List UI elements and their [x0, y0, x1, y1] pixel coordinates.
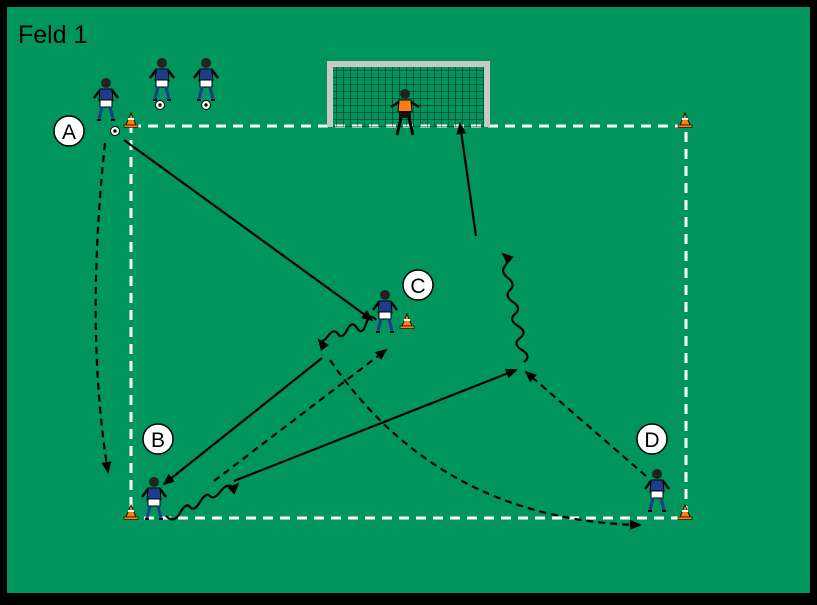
- goal-icon: [327, 61, 490, 127]
- svg-text:D: D: [644, 429, 659, 452]
- ball-icon: [110, 126, 120, 136]
- dribble-arrow: [317, 315, 377, 351]
- svg-text:C: C: [410, 275, 425, 298]
- player-c-label: C: [402, 269, 434, 301]
- ball-icon: [155, 100, 165, 110]
- movement-arrows: [94, 122, 647, 530]
- run-arrow: [329, 359, 642, 530]
- pass-arrow: [123, 139, 374, 322]
- shot-arrow: [456, 122, 478, 237]
- svg-text:B: B: [151, 429, 165, 452]
- player-b-label: B: [142, 423, 174, 455]
- player-a-label: A: [53, 115, 85, 147]
- player-d-label: D: [636, 423, 668, 455]
- field-title: Feld 1: [18, 21, 87, 49]
- run-arrow: [213, 348, 388, 482]
- pass-arrow: [162, 357, 323, 486]
- run-arrow: [524, 370, 647, 477]
- dribble-arrow: [501, 252, 529, 363]
- goalkeeper-icon: [390, 89, 420, 136]
- pass-arrow: [233, 368, 518, 483]
- svg-text:A: A: [62, 121, 76, 144]
- run-arrow: [94, 142, 112, 474]
- ball-icon: [201, 100, 211, 110]
- dribble-arrow: [165, 482, 240, 521]
